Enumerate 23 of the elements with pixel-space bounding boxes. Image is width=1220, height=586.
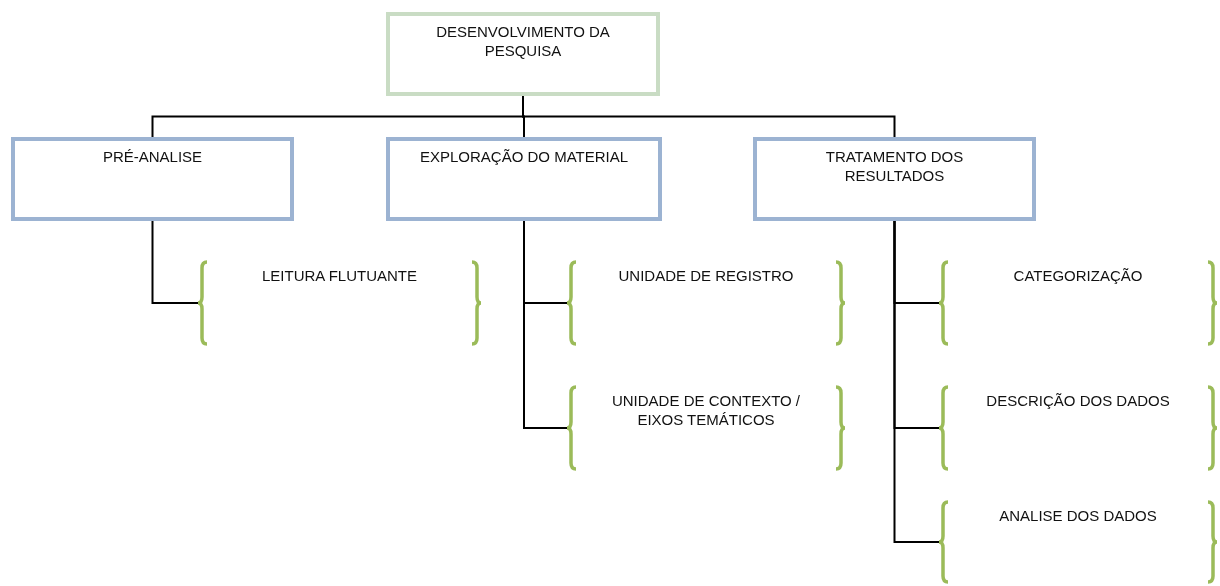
process-box: [753, 137, 1036, 221]
node-label: ANALISE DOS DADOS: [999, 506, 1157, 525]
node-label: UNIDADE DE CONTEXTO / EIXOS TEMÁTICOS: [610, 391, 802, 429]
node-label: DESCRIÇÃO DOS DADOS: [986, 391, 1170, 410]
node-label: CATEGORIZAÇÃO: [1013, 266, 1143, 285]
bracketed-item: [566, 385, 846, 471]
connector-line: [893, 220, 940, 543]
bracketed-item: [566, 260, 846, 346]
process-box: [11, 137, 294, 221]
node-label: DESENVOLVIMENTO DA PESQUISA: [435, 22, 611, 60]
bracketed-item: [938, 500, 1218, 584]
bracketed-item: [938, 385, 1218, 471]
node-label: EXPLORAÇÃO DO MATERIAL: [419, 147, 629, 166]
node-label: UNIDADE DE REGISTRO: [618, 266, 794, 285]
process-box: [386, 12, 660, 96]
connector-line: [523, 220, 568, 429]
node-label: LEITURA FLUTUANTE: [262, 266, 417, 285]
connector-line: [151, 220, 199, 304]
bracketed-item: [197, 260, 482, 346]
process-box: [386, 137, 662, 221]
bracketed-item: [938, 260, 1218, 346]
node-label: PRÉ-ANALISE: [102, 147, 203, 166]
node-label: TRATAMENTO DOS RESULTADOS: [824, 147, 965, 185]
